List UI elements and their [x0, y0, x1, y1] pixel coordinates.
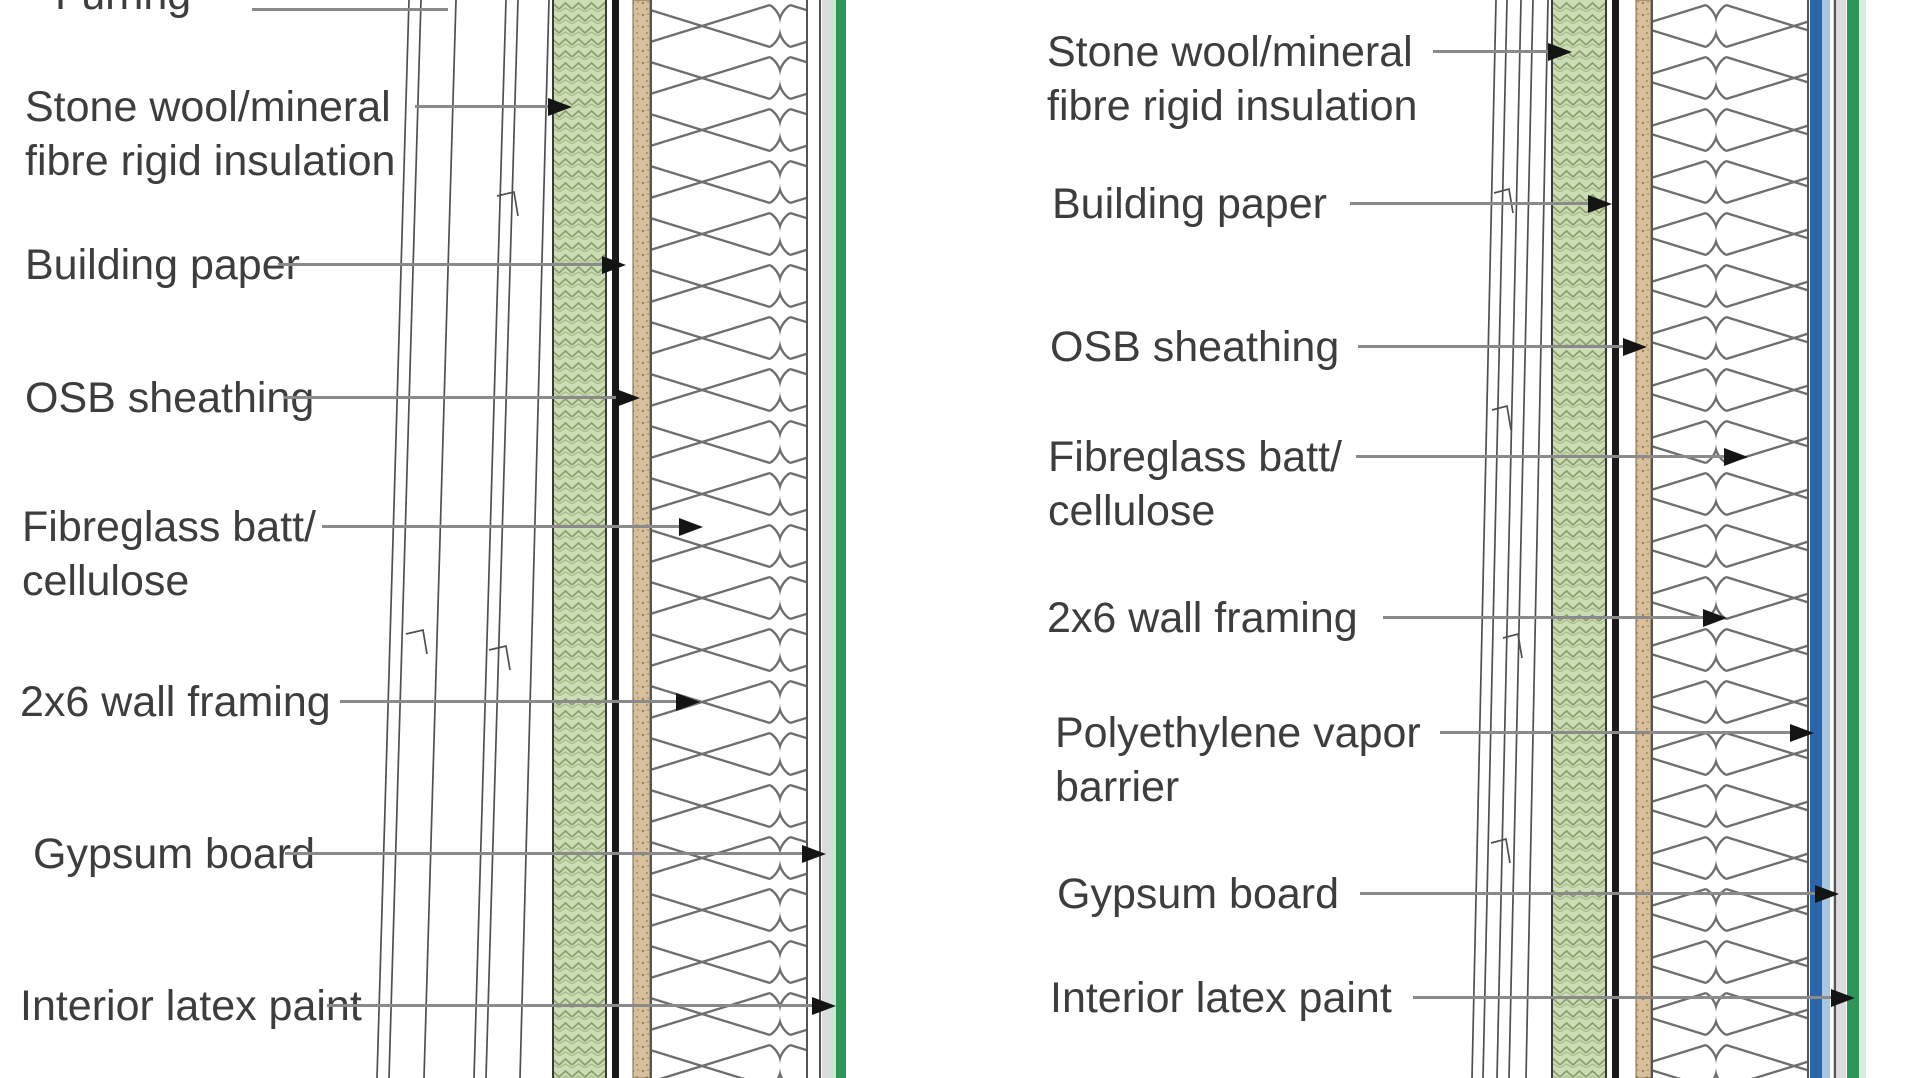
leader-right-interior-paint — [1413, 996, 1833, 999]
leader-right-fibreglass — [1356, 455, 1726, 458]
label-right-building-paper: Building paper — [1052, 180, 1327, 228]
leader-right-building-paper — [1350, 202, 1590, 205]
right-wall-section — [1471, 0, 1866, 1078]
leader-left-fibreglass — [322, 525, 681, 528]
right-poly-vapor-barrier-layer — [1810, 0, 1822, 1078]
arrowhead-left-gypsum — [802, 845, 826, 863]
left-rigid-insulation-layer — [553, 0, 606, 1078]
leader-left-interior-paint — [327, 1004, 814, 1007]
left-siding — [376, 0, 550, 1078]
label-left-osb: OSB sheathing — [25, 374, 315, 422]
label-right-interior-paint: Interior latex paint — [1050, 974, 1392, 1022]
label-right-poly-vapor: Polyethylene vapor barrier — [1055, 709, 1421, 811]
left-osb-layer — [632, 0, 651, 1078]
left-paint-layer — [836, 0, 846, 1078]
label-left-fibreglass: Fibreglass batt/ cellulose — [22, 503, 316, 605]
leader-left-osb — [284, 396, 618, 399]
leader-left-building-paper — [278, 263, 604, 266]
label-right-fibreglass: Fibreglass batt/ cellulose — [1048, 433, 1342, 535]
leader-left-wall-framing — [340, 700, 678, 703]
right-rigid-insulation-layer — [1552, 0, 1606, 1078]
arrowhead-right-fibreglass — [1724, 448, 1748, 466]
label-right-osb: OSB sheathing — [1050, 323, 1340, 371]
leader-right-wall-framing — [1383, 616, 1705, 619]
label-left-wall-framing: 2x6 wall framing — [20, 678, 331, 726]
arrowhead-left-fibreglass — [679, 518, 703, 536]
leader-right-stone-wool — [1433, 50, 1550, 53]
leader-right-gypsum — [1360, 892, 1817, 895]
leader-left-stone-wool — [415, 105, 552, 108]
label-right-stone-wool: Stone wool/mineral fibre rigid insulatio… — [1047, 28, 1418, 130]
left-building-paper-layer — [612, 0, 619, 1078]
arrowhead-right-stone-wool — [1548, 43, 1572, 61]
right-paint-layer — [1847, 0, 1859, 1078]
leader-right-osb — [1358, 345, 1625, 348]
leader-right-poly-vapor — [1440, 731, 1792, 734]
label-left-interior-paint: Interior latex paint — [20, 982, 362, 1030]
arrowhead-left-stone-wool — [548, 98, 572, 116]
right-batt-insulation-layer — [1652, 0, 1808, 1078]
label-right-wall-framing: 2x6 wall framing — [1047, 594, 1358, 642]
arrowhead-left-interior-paint — [812, 997, 836, 1015]
arrowhead-right-poly-vapor — [1790, 724, 1814, 742]
arrowhead-left-wall-framing — [676, 693, 700, 711]
label-left-building-paper: Building paper — [25, 241, 300, 289]
leader-left-gypsum — [285, 852, 804, 855]
leader-left-furring — [252, 8, 448, 11]
arrowhead-left-osb — [616, 389, 640, 407]
right-osb-layer — [1635, 0, 1652, 1078]
right-building-paper-layer — [1612, 0, 1619, 1078]
label-right-gypsum: Gypsum board — [1057, 870, 1340, 918]
arrowhead-right-gypsum — [1815, 885, 1839, 903]
arrowhead-right-building-paper — [1588, 195, 1612, 213]
arrowhead-right-interior-paint — [1831, 989, 1855, 1007]
left-wall-section — [376, 0, 846, 1078]
label-left-gypsum: Gypsum board — [33, 830, 316, 878]
arrowhead-left-building-paper — [602, 256, 626, 274]
arrowhead-right-wall-framing — [1703, 609, 1727, 627]
right-siding — [1471, 0, 1549, 1078]
arrowhead-right-osb — [1623, 338, 1647, 356]
left-batt-insulation-layer — [651, 0, 807, 1078]
label-left-stone-wool: Stone wool/mineral fibre rigid insulatio… — [25, 83, 396, 185]
label-left-furring-partial: Furring — [55, 0, 191, 22]
